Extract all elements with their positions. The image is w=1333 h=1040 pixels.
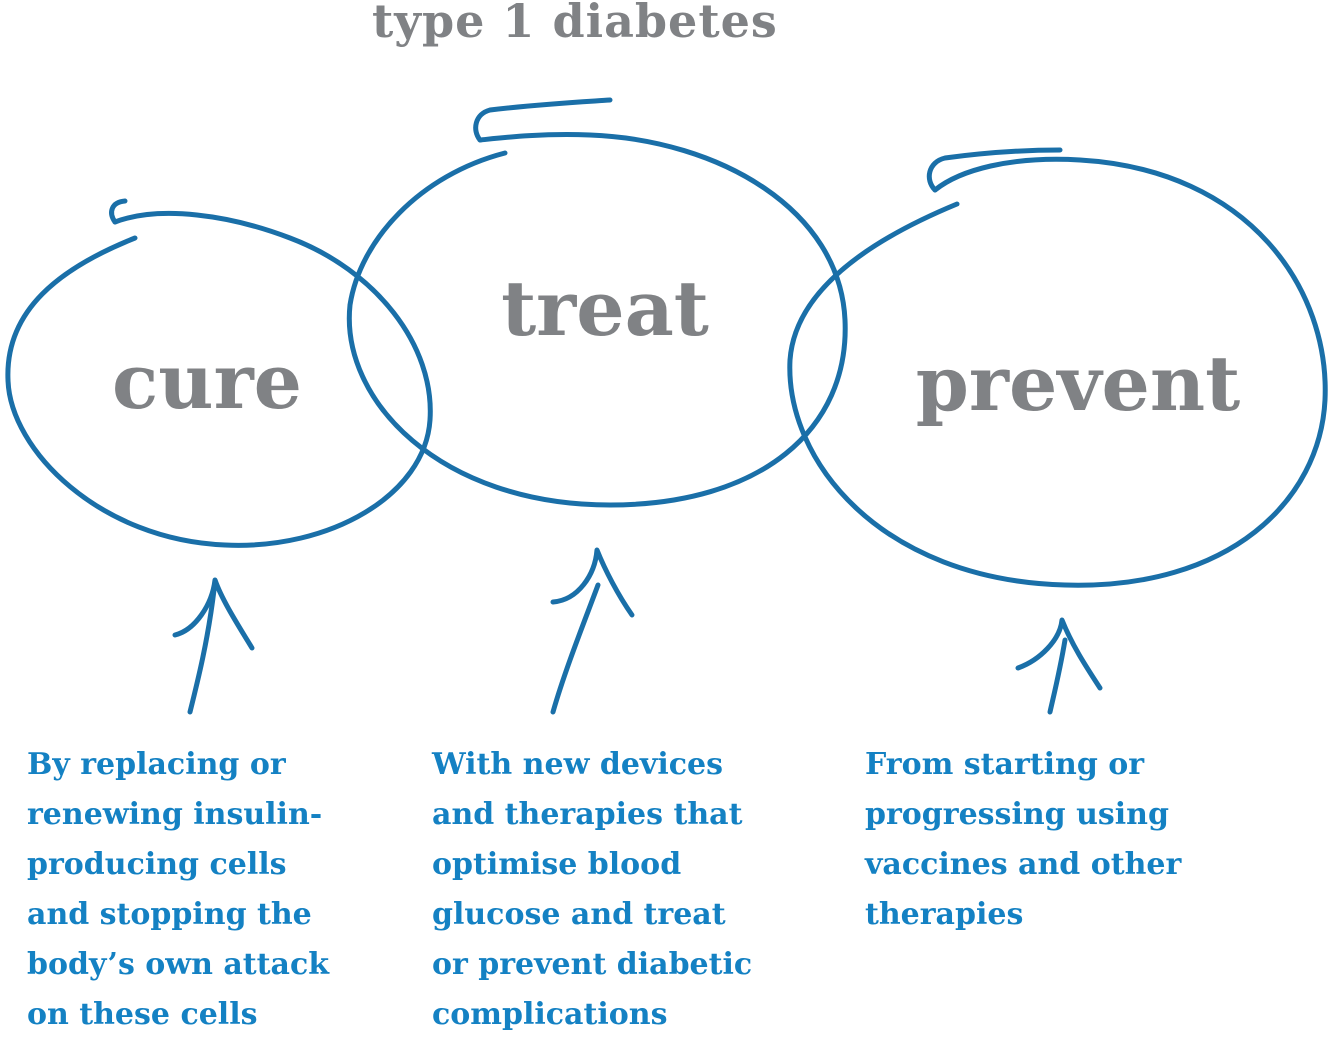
description-line: With new devices <box>432 747 723 782</box>
description-line: renewing insulin- <box>27 797 323 832</box>
diagram-title: type 1 diabetes <box>372 0 778 48</box>
treat-circle-hook <box>473 97 613 143</box>
description-line: or prevent diabetic <box>432 947 753 982</box>
description-line: therapies <box>865 897 1024 932</box>
description-line: By replacing or <box>27 747 286 782</box>
prevent-label: prevent <box>916 339 1240 428</box>
description-line: and therapies that <box>432 797 743 832</box>
up-arrow-icon <box>1015 617 1103 715</box>
prevent-description: From starting or progressing using vacci… <box>865 740 1181 940</box>
venn-diagram: cure treat prevent <box>5 97 1328 715</box>
prevent-circle-outline <box>787 156 1328 588</box>
treat-circle: treat <box>346 97 848 508</box>
cure-label: cure <box>112 337 302 426</box>
description-line: and stopping the <box>27 897 312 932</box>
treat-description: With new devices and therapies that opti… <box>432 740 752 1040</box>
prevent-circle-hook <box>926 147 1063 193</box>
description-line: optimise blood <box>432 847 682 882</box>
treat-label: treat <box>501 264 709 353</box>
description-line: progressing using <box>865 797 1169 832</box>
up-arrow-icon <box>172 577 255 715</box>
cure-circle: cure <box>5 198 433 548</box>
description-line: From starting or <box>865 747 1145 782</box>
cure-circle-outline <box>5 210 433 548</box>
description-line: vaccines and other <box>865 847 1182 882</box>
description-line: on these cells <box>27 997 258 1032</box>
cure-circle-hook <box>109 198 128 225</box>
up-arrow-icon <box>550 547 635 715</box>
description-line: complications <box>432 997 668 1032</box>
description-line: glucose and treat <box>432 897 726 932</box>
description-line: producing cells <box>27 847 287 882</box>
cure-description: By replacing or renewing insulin- produc… <box>27 740 329 1040</box>
treat-circle-outline <box>346 132 848 508</box>
prevent-circle: prevent <box>787 147 1328 588</box>
description-line: body’s own attack <box>27 947 330 982</box>
